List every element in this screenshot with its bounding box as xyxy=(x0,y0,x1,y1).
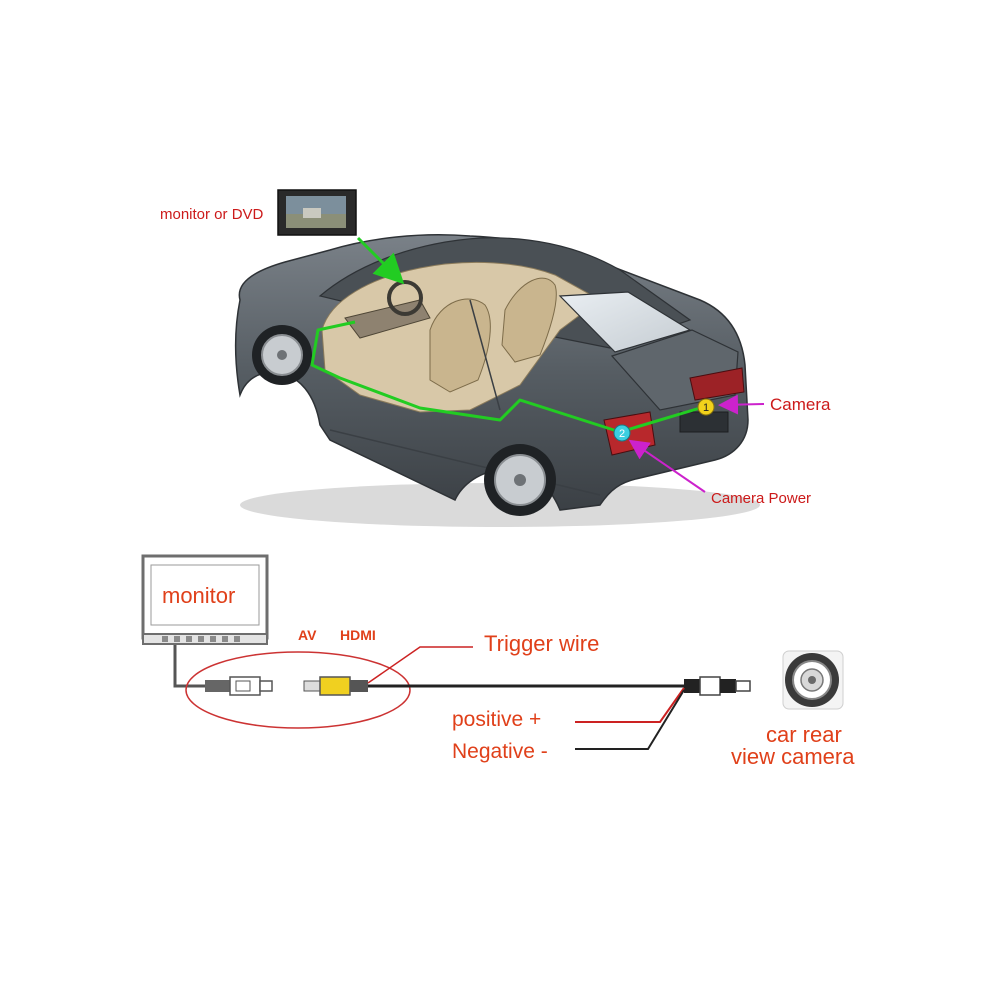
positive-label: positive + xyxy=(452,708,542,731)
car-illustration: 1 2 xyxy=(234,189,765,527)
rear-camera xyxy=(782,650,844,710)
camera-connector xyxy=(684,676,751,696)
camera-label: Camera xyxy=(770,395,831,414)
connector-highlight xyxy=(185,651,411,729)
av-label: AV xyxy=(298,627,317,643)
rear-window xyxy=(558,291,692,353)
dashboard xyxy=(344,299,431,339)
wiring-route xyxy=(310,320,701,434)
wiring-schematic xyxy=(141,554,844,750)
b-pillar xyxy=(469,299,501,411)
marker-1-number: 1 xyxy=(703,402,709,414)
monitor-or-dvd-label: monitor or DVD xyxy=(160,206,264,223)
tail-light-right xyxy=(689,367,745,401)
power-callout-arrow xyxy=(628,439,706,493)
monitor-thumbnail xyxy=(277,189,357,236)
marker-2-number: 2 xyxy=(619,428,625,440)
rca-connector xyxy=(303,676,368,696)
rear-seat xyxy=(501,277,557,363)
monitor-arrow xyxy=(356,236,405,285)
hdmi-label: HDMI xyxy=(340,627,376,643)
marker-1: 1 xyxy=(697,398,715,416)
positive-wire xyxy=(575,687,685,723)
camera-power-label: Camera Power xyxy=(711,490,812,507)
negative-wire xyxy=(575,689,685,750)
camera-label-line2: view camera xyxy=(731,744,855,769)
monitor-cable xyxy=(173,645,205,688)
front-wheel xyxy=(252,325,312,385)
male-connector xyxy=(205,676,273,696)
monitor-label: monitor xyxy=(162,583,236,608)
trigger-wire xyxy=(367,646,473,684)
camera-callout-arrow xyxy=(718,394,765,415)
negative-label: Negative - xyxy=(452,740,548,763)
monitor-device xyxy=(141,554,269,645)
rear-wheel xyxy=(484,444,556,516)
trigger-wire-label: Trigger wire xyxy=(484,631,600,656)
steering-wheel xyxy=(387,280,423,316)
front-seat xyxy=(429,298,491,393)
camera-label-line1: car rear xyxy=(766,722,842,747)
marker-2: 2 xyxy=(613,424,631,442)
